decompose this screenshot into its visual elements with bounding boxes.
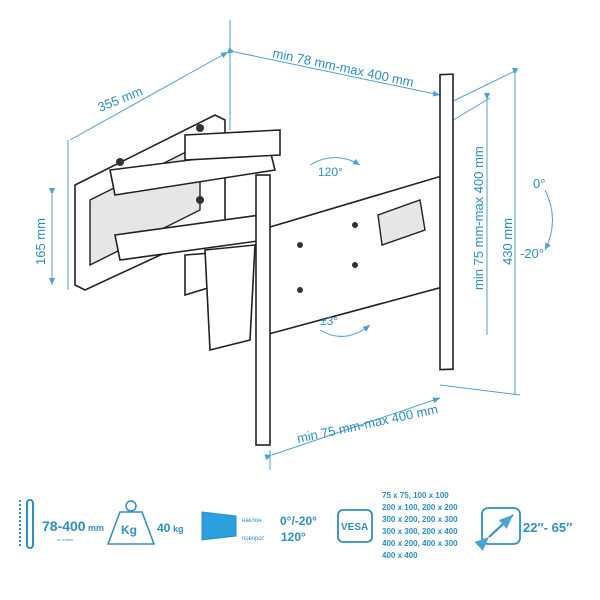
- spec-distance: 78-400 mm от стены: [19, 499, 104, 549]
- weight-icon-label: Kg: [121, 523, 137, 537]
- spec-vesa: VESA 75 x 75, 100 x 100 200 x 100, 200 x…: [337, 491, 458, 560]
- swivel-spec-value: 120°: [281, 530, 306, 544]
- tv-tilt-icon: [201, 511, 237, 541]
- spec-screen-size: 22″- 65″: [474, 507, 572, 551]
- vesa-vertical-label: min 75 mm-max 400 mm: [471, 146, 486, 290]
- mount-icon: [26, 499, 34, 549]
- wall-plate-height-label: 165 mm: [33, 218, 48, 265]
- vesa-icon-label: VESA: [341, 522, 368, 533]
- swivel-label: 120°: [318, 165, 343, 179]
- distance-value: 78-400: [42, 518, 86, 534]
- weight-unit: kg: [173, 524, 184, 534]
- tilt-value: 0°/-20°: [280, 514, 317, 528]
- vesa-size: 300 x 300, 200 x 400: [382, 527, 458, 536]
- weight-value: 40: [157, 521, 171, 535]
- tv-bracket: [255, 73, 454, 446]
- swing-arms: [109, 129, 281, 352]
- depth-range-label: min 78 mm-max 400 mm: [271, 45, 415, 90]
- tv-plate-height-label: 430 mm: [500, 218, 515, 265]
- spec-weight: Kg 40 kg: [106, 500, 184, 545]
- spec-motion: наклон 0°/-20° поворот 120°: [201, 511, 317, 544]
- vesa-horizontal-label: min 75 mm-max 400 mm: [296, 401, 440, 446]
- vesa-size: 200 x 100, 200 x 200: [382, 503, 458, 512]
- weight-icon: [125, 500, 137, 512]
- arm-length-label: 355 mm: [96, 83, 145, 115]
- distance-unit: mm: [88, 523, 104, 533]
- screen-size-value: 22″- 65″: [523, 520, 572, 535]
- distance-caption: от стены: [57, 537, 73, 542]
- vesa-size: 300 x 200, 200 x 300: [382, 515, 458, 524]
- vesa-size: 400 x 400: [382, 551, 418, 560]
- level-adjust-label: ±3°: [320, 314, 338, 328]
- vesa-size: 400 x 200, 400 x 300: [382, 539, 458, 548]
- swivel-spec-label: поворот: [242, 536, 265, 542]
- vesa-icon: [337, 509, 373, 543]
- vesa-size: 75 x 75, 100 x 100: [382, 491, 449, 500]
- dimension-lines: [49, 20, 553, 470]
- tilt-bottom-label: -20°: [520, 246, 544, 261]
- tilt-top-label: 0°: [533, 176, 545, 191]
- tilt-label: наклон: [242, 518, 262, 524]
